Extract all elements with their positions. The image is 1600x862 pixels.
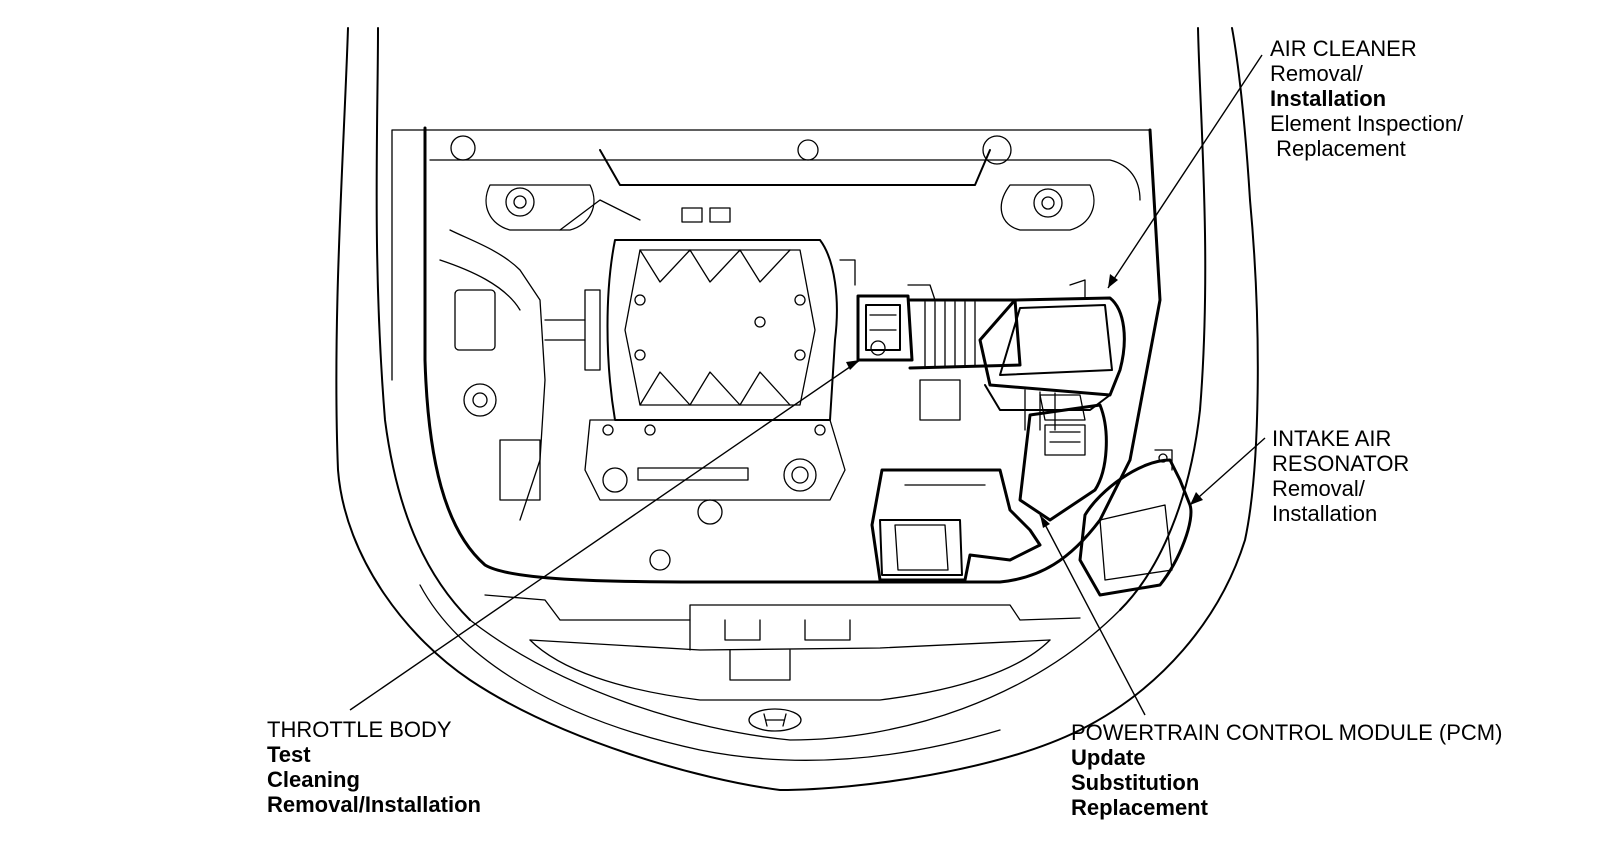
throttle-cleaning: Cleaning bbox=[267, 767, 360, 792]
callout-air-cleaner: AIR CLEANER Removal/ Installation Elemen… bbox=[1270, 36, 1463, 161]
car-body-outline bbox=[335, 27, 1259, 791]
pcm-title: POWERTRAIN CONTROL MODULE (PCM) bbox=[1071, 720, 1503, 745]
leader-throttle-body bbox=[349, 359, 861, 711]
pcm-module bbox=[1018, 403, 1108, 522]
leader-air-cleaner bbox=[1107, 54, 1263, 289]
callout-pcm: POWERTRAIN CONTROL MODULE (PCM) Update S… bbox=[1071, 720, 1502, 820]
front-grille bbox=[484, 594, 1081, 732]
pcm-substitution: Substitution bbox=[1071, 770, 1200, 795]
battery bbox=[870, 379, 1042, 582]
air-cleaner bbox=[978, 279, 1126, 431]
callout-throttle-body: THROTTLE BODY Test Cleaning Removal/Inst… bbox=[267, 717, 481, 817]
leader-pcm bbox=[1039, 514, 1146, 716]
throttle-removal-installation: Removal/Installation bbox=[267, 792, 481, 817]
left-side-components bbox=[439, 199, 641, 521]
intake-duct bbox=[907, 284, 1022, 370]
throttle-body bbox=[839, 259, 914, 362]
intake-title-2: RESONATOR bbox=[1272, 451, 1410, 476]
pcm-update: Update bbox=[1071, 745, 1146, 770]
throttle-title: THROTTLE BODY bbox=[267, 717, 452, 742]
air-cleaner-element-inspection: Element Inspection/ bbox=[1270, 111, 1464, 136]
leader-lines bbox=[349, 54, 1266, 716]
air-cleaner-installation: Installation bbox=[1270, 86, 1387, 111]
callout-intake-air-resonator: INTAKE AIR RESONATOR Removal/ Installati… bbox=[1272, 426, 1409, 526]
leader-intake-resonator bbox=[1189, 437, 1266, 506]
air-cleaner-replacement: Replacement bbox=[1270, 136, 1406, 161]
intake-title-1: INTAKE AIR bbox=[1272, 426, 1392, 451]
pcm-replacement: Replacement bbox=[1071, 795, 1208, 820]
throttle-test: Test bbox=[267, 742, 311, 767]
air-cleaner-removal: Removal/ bbox=[1270, 61, 1363, 86]
intake-removal: Removal/ bbox=[1272, 476, 1365, 501]
engine-bay-frame bbox=[391, 126, 1162, 584]
engine-block bbox=[584, 239, 846, 571]
air-cleaner-title: AIR CLEANER bbox=[1270, 36, 1417, 61]
intake-installation: Installation bbox=[1272, 501, 1378, 526]
